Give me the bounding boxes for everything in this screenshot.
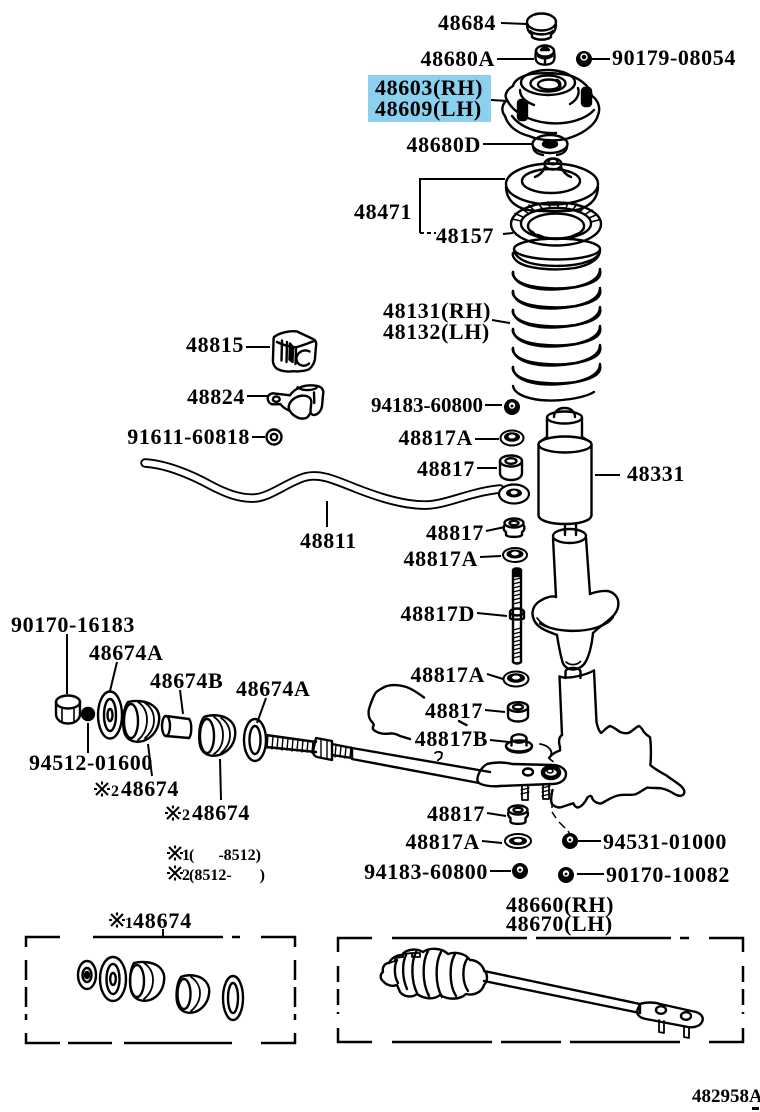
svg-text:48817B: 48817B (415, 726, 488, 751)
svg-text:94183-60800: 94183-60800 (364, 859, 488, 884)
svg-text:48817A: 48817A (399, 425, 474, 450)
svg-text:48817: 48817 (427, 801, 485, 826)
svg-text:48811: 48811 (300, 528, 357, 553)
svg-text:91611-60818: 91611-60818 (127, 424, 250, 449)
svg-text:94512-01600: 94512-01600 (29, 750, 153, 775)
svg-text:48674: 48674 (133, 908, 192, 933)
svg-text:48680A: 48680A (421, 46, 496, 71)
svg-text:48331: 48331 (627, 461, 685, 486)
svg-text:48817: 48817 (426, 520, 484, 545)
svg-text:48817A: 48817A (406, 829, 481, 854)
svg-text:90170-10082: 90170-10082 (606, 862, 730, 887)
svg-text:48670(LH): 48670(LH) (506, 911, 613, 936)
svg-text:2: 2 (111, 783, 119, 800)
svg-text:48674A: 48674A (236, 676, 311, 701)
svg-text:48680D: 48680D (407, 132, 482, 157)
svg-text:2: 2 (182, 807, 190, 824)
svg-text:48674: 48674 (192, 800, 250, 825)
svg-text:(8512- ): (8512- ) (189, 867, 265, 884)
svg-text:48132(LH): 48132(LH) (383, 319, 490, 344)
svg-text:48609(LH): 48609(LH) (375, 96, 482, 121)
svg-text:48674A: 48674A (89, 640, 164, 665)
svg-text:48131(RH): 48131(RH) (383, 298, 491, 323)
svg-text:48674B: 48674B (150, 668, 223, 693)
svg-text:48817: 48817 (425, 698, 483, 723)
svg-text:94183-60800: 94183-60800 (371, 393, 483, 417)
svg-text:94531-01000: 94531-01000 (603, 829, 727, 854)
svg-text:1: 1 (125, 915, 133, 932)
svg-text:48817D: 48817D (401, 601, 476, 626)
svg-text:48817: 48817 (417, 456, 475, 481)
svg-text:90179-08054: 90179-08054 (612, 45, 736, 70)
svg-text:48824: 48824 (187, 384, 245, 409)
svg-text:( -8512): ( -8512) (189, 847, 261, 864)
svg-text:48157: 48157 (436, 223, 494, 248)
svg-text:48603(RH): 48603(RH) (375, 75, 483, 100)
svg-text:48660(RH): 48660(RH) (506, 892, 614, 917)
svg-text:48815: 48815 (186, 332, 244, 357)
svg-text:48684: 48684 (438, 10, 496, 35)
svg-text:48471: 48471 (354, 199, 412, 224)
svg-text:1: 1 (182, 847, 190, 864)
svg-text:482958A: 482958A (692, 1086, 760, 1107)
svg-text:48674: 48674 (121, 776, 179, 801)
svg-text:2: 2 (182, 867, 190, 884)
svg-text:90170-16183: 90170-16183 (11, 612, 135, 637)
svg-text:48817A: 48817A (411, 662, 486, 687)
svg-text:48817A: 48817A (404, 546, 479, 571)
